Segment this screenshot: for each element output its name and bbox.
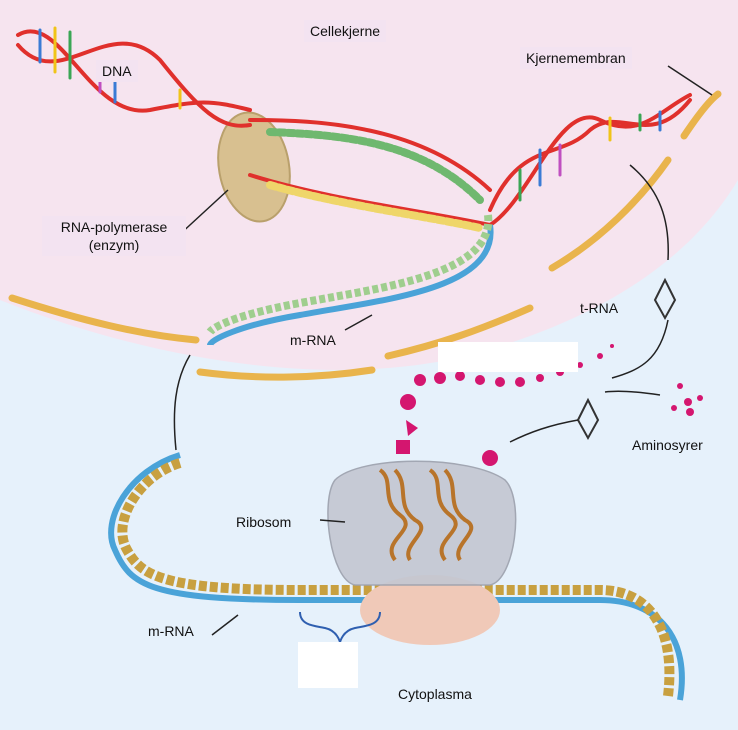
label-cytoplasm: Cytoplasma: [398, 686, 472, 702]
label-trna: t-RNA: [580, 300, 619, 316]
label-amino-acids: Aminosyrer: [632, 437, 703, 453]
trna-cloverleaf-icon: [576, 277, 677, 441]
label-nuclear-membrane: Kjernemembran: [520, 47, 632, 69]
label-rna-polymerase: RNA-polymerase (enzym): [42, 216, 186, 256]
mrna-strand-nucleus: [206, 214, 494, 347]
free-amino-acids: [671, 383, 703, 416]
mrna-strand-cytoplasm: [108, 452, 685, 701]
blank-label-codon: [298, 642, 358, 688]
label-nucleus: Cellekjerne: [304, 20, 387, 42]
nucleus-background: [0, 0, 738, 370]
label-rna-polymerase-line1: RNA-polymerase: [60, 219, 168, 235]
label-dna: DNA: [96, 60, 138, 82]
nuclear-membrane: [8, 90, 722, 381]
polypeptide-chain: [396, 344, 614, 466]
label-rna-polymerase-line2: (enzym): [88, 237, 140, 253]
dna-helix: [16, 26, 692, 232]
label-mrna-nucleus: m-RNA: [290, 332, 336, 348]
label-mrna-cytoplasm: m-RNA: [148, 623, 194, 639]
blank-label-polypeptide: [438, 342, 578, 372]
label-ribosome: Ribosom: [236, 514, 292, 530]
rna-polymerase-blob: [217, 111, 291, 223]
trna-on-ribosome: [378, 468, 474, 562]
process-arrows: [173, 65, 713, 636]
